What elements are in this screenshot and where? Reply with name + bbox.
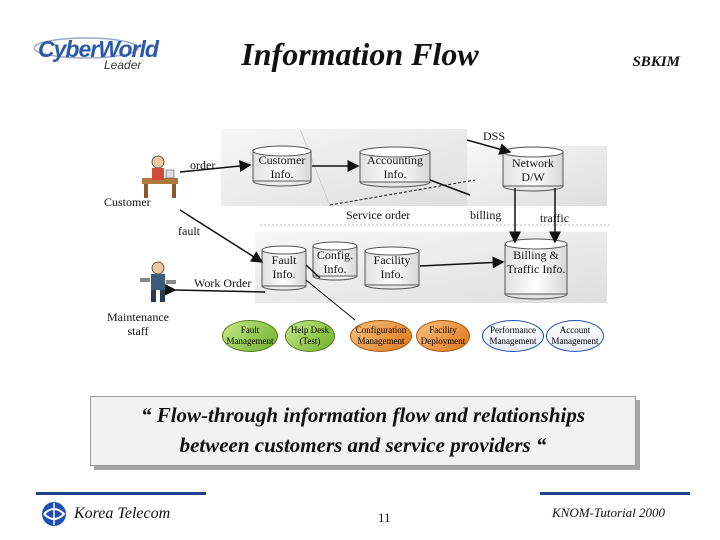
korea-telecom-logo-icon (42, 502, 66, 526)
help-desk-oval[interactable]: Help Desk (Test) (285, 320, 335, 352)
facility-deployment-oval[interactable]: Facility Deployment (416, 320, 470, 352)
service-order-label: Service order (346, 208, 411, 222)
separator-line (299, 128, 331, 207)
config-info-cylinder (312, 241, 358, 281)
footer-event: KNOM-Tutorial 2000 (552, 505, 666, 520)
billing-traffic-cylinder (504, 238, 568, 300)
fault-label: fault (178, 224, 200, 238)
fault-info-label: Fault Info. (271, 253, 297, 281)
help-desk-label: Help Desk (Test) (290, 325, 330, 346)
module-link-line (305, 279, 356, 321)
work-order-line (164, 283, 266, 296)
logo-text: CyberWorld (38, 36, 159, 62)
maintenance-staff-figure-icon (140, 261, 176, 302)
logo-subtext: Leader (104, 58, 142, 72)
accounting-network-line (429, 179, 471, 196)
customer-info-cylinder (252, 145, 312, 187)
slide-title: Information Flow (241, 36, 479, 72)
facility-info-cylinder (364, 246, 420, 290)
billing-traffic-label: Billing & Traffic Info. (506, 248, 566, 276)
order-arrow (179, 160, 252, 173)
traffic-label: traffic (540, 211, 570, 225)
performance-management-label: Performance Management (489, 325, 537, 346)
account-management-oval[interactable]: Account Management (546, 320, 604, 352)
facility-billing-arrow (419, 256, 505, 269)
dss-network-arrow (466, 139, 512, 155)
config-info-label: Config. Info. (316, 248, 354, 276)
configuration-management-oval[interactable]: Configuration Management (350, 320, 412, 352)
footer-company: Korea Telecom (74, 505, 171, 522)
author-label: SBKIM (632, 54, 680, 70)
configuration-management-label: Configuration Management (355, 325, 407, 346)
service-order-line (329, 179, 476, 206)
footer-rule-left (36, 492, 206, 495)
caption-line-1: “ Flow-through information flow and rela… (140, 403, 586, 427)
network-dw-cylinder (502, 146, 564, 192)
work-order-label: Work Order (194, 276, 252, 290)
footer-rule-right (540, 492, 690, 495)
fault-arrow (179, 209, 264, 263)
maintenance-staff-label: Maintenance staff (107, 310, 169, 338)
fault-management-label: Fault Management (226, 325, 274, 346)
account-management-label: Account Management (551, 325, 599, 346)
caption-box (90, 396, 636, 466)
order-label: order (190, 158, 216, 172)
customer-figure-icon (142, 155, 178, 198)
network-dw-label: Network D/W (512, 156, 554, 184)
billing-label: billing (470, 208, 502, 222)
fault-management-oval[interactable]: Fault Management (222, 320, 278, 352)
performance-management-oval[interactable]: Performance Management (482, 320, 544, 352)
facility-deployment-label: Facility Deployment (420, 325, 466, 346)
accounting-info-label: Accounting Info. (367, 153, 423, 181)
logo-swoosh-icon (34, 37, 139, 59)
config-line (305, 264, 321, 279)
accounting-info-cylinder (359, 146, 431, 188)
caption-line-2: between customers and service providers … (179, 433, 547, 457)
customer-label: Customer (104, 195, 151, 209)
cyberworld-logo: CyberWorld Leader (34, 34, 159, 74)
dss-label: DSS (483, 129, 506, 143)
page-number: 11 (378, 510, 391, 525)
facility-info-label: Facility Info. (373, 253, 411, 281)
fault-info-cylinder (261, 245, 307, 291)
customer-info-label: Customer Info. (258, 153, 306, 181)
caption-text: “ Flow-through information flow and rela… (90, 400, 636, 460)
